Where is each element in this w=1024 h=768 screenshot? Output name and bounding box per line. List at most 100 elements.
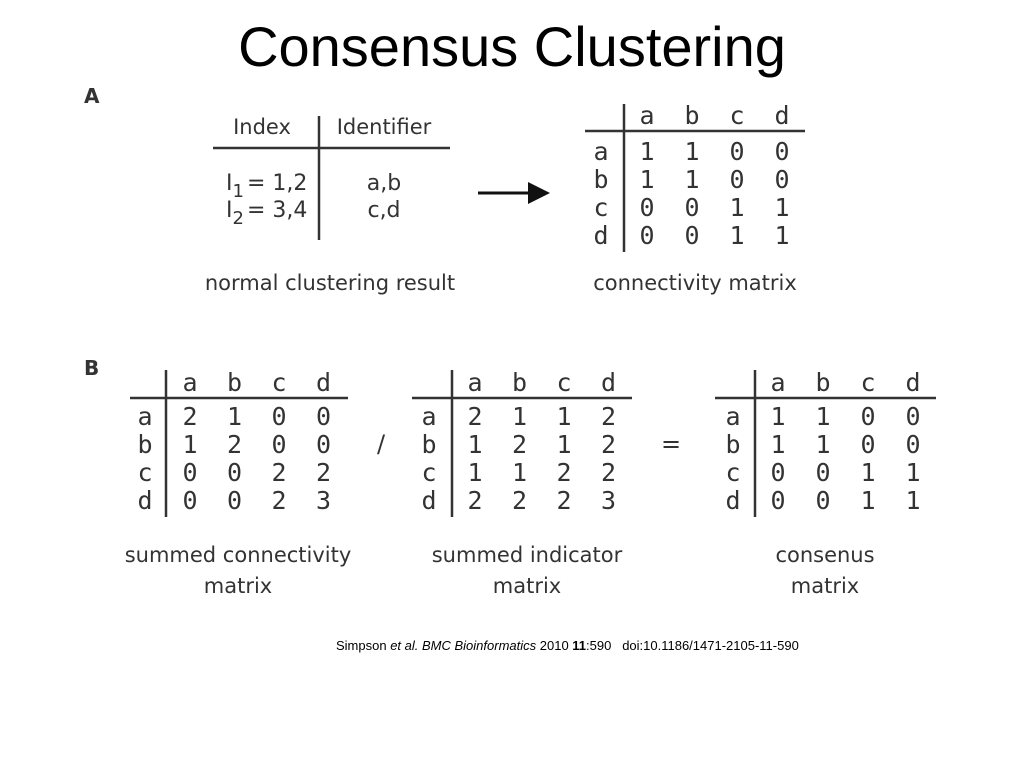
- matrix-cell: 1: [729, 193, 744, 222]
- index-cell: I2= 3,4: [226, 198, 307, 229]
- matrix-col-label: b: [512, 368, 527, 397]
- connectivity-matrix-caption: connectivity matrix: [593, 271, 797, 295]
- matrix-row-label: c: [421, 458, 436, 487]
- matrix-row-label: d: [137, 486, 152, 515]
- matrix-col-label: b: [227, 368, 242, 397]
- matrix-cell: 3: [601, 486, 616, 515]
- matrix-row-label: a: [137, 402, 152, 431]
- matrix-cell: 1: [467, 430, 482, 459]
- matrix-col-label: c: [860, 368, 875, 397]
- matrix-cell: 2: [556, 458, 571, 487]
- matrix-cell: 0: [770, 486, 785, 515]
- matrix-cell: 2: [467, 486, 482, 515]
- matrix-row-label: b: [593, 165, 608, 194]
- matrix-cell: 2: [271, 458, 286, 487]
- matrix-cell: 0: [860, 430, 875, 459]
- index-header: Index: [233, 115, 291, 139]
- matrix-cell: 0: [774, 137, 789, 166]
- matrix-cell: 0: [729, 137, 744, 166]
- matrix-cell: 1: [860, 486, 875, 515]
- matrix-cell: 2: [601, 458, 616, 487]
- matrix-row-label: d: [725, 486, 740, 515]
- matrix-col-label: d: [774, 101, 789, 130]
- matrix-cell: 2: [601, 402, 616, 431]
- matrix-col-label: c: [556, 368, 571, 397]
- matrix-cell: 2: [271, 486, 286, 515]
- identifier-cell: c,d: [367, 198, 400, 223]
- matrix-cell: 2: [556, 486, 571, 515]
- matrix-cell: 1: [774, 193, 789, 222]
- matrix-cell: 1: [905, 486, 920, 515]
- matrix-cell: 3: [316, 486, 331, 515]
- matrix-row-label: d: [593, 221, 608, 250]
- matrix-row-label: b: [725, 430, 740, 459]
- matrix-cell: 0: [729, 165, 744, 194]
- matrix-cell: 1: [512, 458, 527, 487]
- matrix-cell: 0: [770, 458, 785, 487]
- identifier-header: Identifier: [337, 115, 432, 139]
- matrix-col-label: d: [601, 368, 616, 397]
- panel-b-letter: B: [84, 356, 100, 380]
- matrix-col-label: a: [182, 368, 197, 397]
- matrix-cell: 2: [227, 430, 242, 459]
- matrix-col-label: b: [684, 101, 699, 130]
- matrix-row-label: c: [137, 458, 152, 487]
- index-table-caption: normal clustering result: [204, 271, 456, 295]
- matrix-cell: 2: [467, 402, 482, 431]
- matrix-cell: 2: [512, 486, 527, 515]
- matrix-cell: 1: [815, 402, 830, 431]
- matrix-cell: 0: [639, 193, 654, 222]
- matrix-cell: 1: [227, 402, 242, 431]
- matrix-row-label: b: [137, 430, 152, 459]
- divide-symbol: /: [377, 430, 386, 458]
- matrix-cell: 1: [467, 458, 482, 487]
- matrix-col-label: c: [271, 368, 286, 397]
- matrix-cell: 1: [770, 430, 785, 459]
- arrow-right-icon: [478, 182, 550, 204]
- matrix-cell: 1: [905, 458, 920, 487]
- matrix-cell: 1: [860, 458, 875, 487]
- matrix-cell: 1: [512, 402, 527, 431]
- matrix-col-label: d: [316, 368, 331, 397]
- matrix-cell: 1: [182, 430, 197, 459]
- matrix-cell: 1: [684, 165, 699, 194]
- matrix-cell: 0: [774, 165, 789, 194]
- matrix-cell: 0: [815, 486, 830, 515]
- matrix-cell: 0: [271, 402, 286, 431]
- index-cell: I1= 1,2: [226, 171, 307, 202]
- matrix-cell: 0: [227, 458, 242, 487]
- matrix-cell: 2: [182, 402, 197, 431]
- matrix-cell: 0: [684, 193, 699, 222]
- matrix-cell: 0: [316, 430, 331, 459]
- matrix-col-label: b: [815, 368, 830, 397]
- matrix-cell: 0: [271, 430, 286, 459]
- matrix-cell: 1: [684, 137, 699, 166]
- matrix-cell: 1: [774, 221, 789, 250]
- matrix-cell: 1: [556, 402, 571, 431]
- matrix-cell: 1: [815, 430, 830, 459]
- matrix-row-label: c: [593, 193, 608, 222]
- matrix-row-label: a: [421, 402, 436, 431]
- matrix-cell: 2: [512, 430, 527, 459]
- matrix-col-label: d: [905, 368, 920, 397]
- matrix-cell: 0: [860, 402, 875, 431]
- matrix-cell: 1: [639, 137, 654, 166]
- matrix-col-label: a: [467, 368, 482, 397]
- matrix-cell: 0: [905, 430, 920, 459]
- matrix-cell: 0: [182, 486, 197, 515]
- matrix-col-label: a: [770, 368, 785, 397]
- equals-symbol: =: [661, 430, 681, 458]
- matrix-cell: 0: [182, 458, 197, 487]
- matrix-cell: 0: [316, 402, 331, 431]
- page-title: Consensus Clustering: [238, 15, 786, 78]
- matrix-col-label: c: [729, 101, 744, 130]
- matrix-col-label: a: [639, 101, 654, 130]
